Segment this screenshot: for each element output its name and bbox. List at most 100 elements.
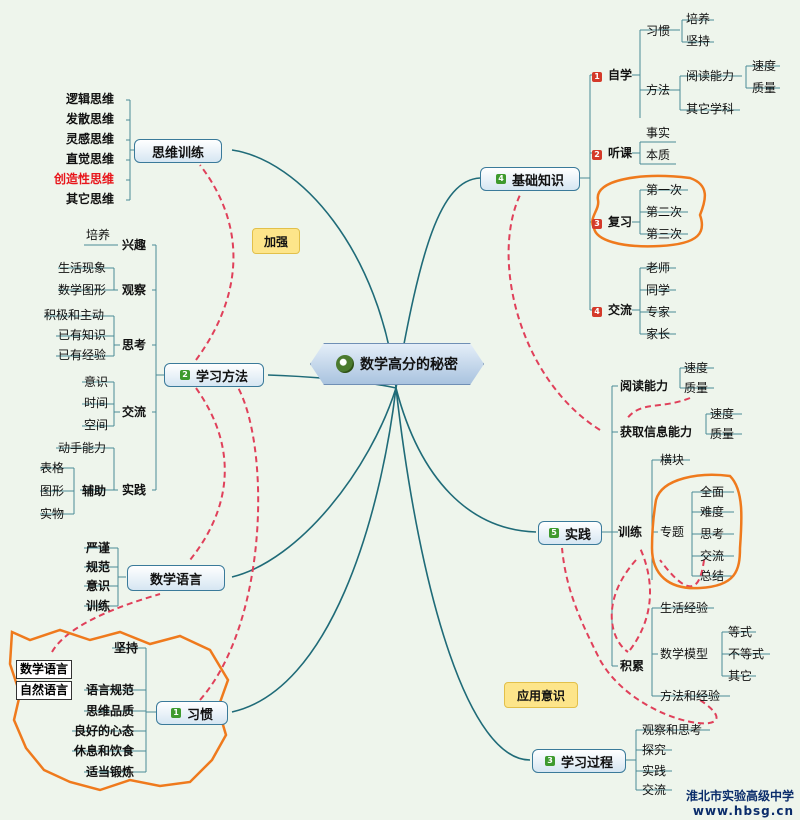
thinking-item-creative: 创造性思维: [54, 172, 115, 186]
highlight-habit: [8, 628, 230, 792]
badge-red-3: 3: [592, 219, 602, 229]
observe-graph: 数学图形: [58, 283, 107, 297]
thinking-item-divergent: 发散思维: [66, 112, 115, 126]
node-study-method[interactable]: 2 学习方法: [164, 363, 264, 387]
badge-5: 5: [548, 528, 559, 538]
comm-awareness: 意识: [84, 375, 109, 389]
exchange-parent: 家长: [646, 327, 671, 341]
branch-basics: [395, 177, 481, 389]
language-standard: 规范: [86, 560, 111, 574]
dash-habit-language: [51, 593, 161, 653]
branch-process: [395, 387, 531, 761]
self-study-method: 方法: [646, 83, 671, 97]
method-observe: 观察: [122, 283, 147, 297]
branch-language: [231, 387, 397, 578]
habit-thinking: 思维品质: [86, 704, 135, 718]
self-study-label: 自学: [608, 68, 633, 82]
habit-rest: 休息和饮食: [74, 744, 135, 758]
process-exchange: 交流: [642, 783, 667, 797]
think-experience: 已有经验: [58, 348, 107, 362]
comm-time: 时间: [84, 396, 109, 410]
reading-speed: 速度: [752, 59, 777, 73]
dash-reading-info: [625, 397, 691, 421]
accumulate-model: 数学模型: [660, 647, 709, 661]
listen-fact: 事实: [646, 126, 671, 140]
practice-handson: 动手能力: [58, 441, 107, 455]
exchange-expert: 专家: [646, 305, 671, 319]
basics-self-study: 1 自学: [592, 68, 632, 83]
info-speed: 速度: [710, 407, 735, 421]
node-basic-knowledge[interactable]: 4 基础知识: [480, 167, 580, 191]
practice-accumulate: 积累: [620, 659, 645, 673]
practice-reading: 阅读能力: [620, 379, 669, 393]
process-observe: 观察和思考: [642, 723, 703, 737]
method-practice: 实践: [122, 483, 147, 497]
branch-thinking: [231, 149, 397, 389]
model-other: 其它: [728, 669, 753, 683]
method-reading: 阅读能力: [686, 69, 735, 83]
node-habit[interactable]: 1 习惯: [156, 701, 228, 725]
node-math-language[interactable]: 数学语言: [127, 565, 225, 591]
assist-graph: 图形: [40, 484, 65, 498]
callout-strengthen: 加强: [252, 228, 300, 254]
habit-mindset: 良好的心态: [74, 724, 135, 738]
node-process-label: 学习过程: [560, 755, 613, 771]
topic-difficulty: 难度: [700, 505, 725, 519]
badge-3: 3: [544, 756, 555, 766]
exchange-classmate: 同学: [646, 283, 671, 297]
info-quality: 质量: [710, 427, 735, 441]
callout-strengthen-text: 加强: [263, 234, 288, 249]
model-inequality: 不等式: [728, 647, 765, 661]
reading-quality: 质量: [752, 81, 777, 95]
node-language-label: 数学语言: [149, 572, 202, 588]
node-thinking-training[interactable]: 思维训练: [134, 139, 222, 163]
practice-reading-quality: 质量: [684, 381, 709, 395]
thinking-item-intuition: 直觉思维: [66, 152, 115, 166]
training-topic: 专题: [660, 525, 685, 539]
habit-language: 语言规范: [86, 683, 135, 697]
language-training: 训练: [86, 599, 111, 613]
habit-keep: 坚持: [686, 34, 711, 48]
box-natural-language: 自然语言: [16, 681, 73, 700]
dash-method-thinking: [195, 164, 235, 361]
topic-summary: 总结: [700, 569, 725, 583]
observe-life: 生活现象: [58, 261, 107, 275]
habit-persist: 坚持: [114, 641, 139, 655]
training-horizontal: 横块: [660, 453, 685, 467]
dash-accumulate-train: [629, 547, 651, 651]
habit-exercise: 适当锻炼: [86, 765, 135, 779]
self-study-habit: 习惯: [646, 24, 671, 38]
school-name: 淮北市实验高级中学: [685, 789, 794, 803]
practice-training: 训练: [618, 525, 643, 539]
listen-label: 听课: [608, 146, 633, 160]
topic-exchange: 交流: [700, 549, 725, 563]
review-label: 复习: [608, 215, 633, 229]
node-practice[interactable]: 5 实践: [538, 521, 602, 545]
think-active: 积极和主动: [44, 308, 105, 322]
process-explore: 探究: [642, 743, 667, 757]
exchange-label: 交流: [608, 303, 633, 317]
interest-cultivate: 培养: [86, 228, 111, 242]
dash-habit-method: [199, 383, 260, 701]
badge-red-4: 4: [592, 307, 602, 317]
practice-reading-speed: 速度: [684, 361, 709, 375]
assist-table: 表格: [40, 461, 65, 475]
node-learning-process[interactable]: 3 学习过程: [532, 749, 626, 773]
exchange-teacher: 老师: [646, 261, 671, 275]
badge-red-1: 1: [592, 72, 602, 82]
node-thinking-label: 思维训练: [151, 145, 204, 161]
dash-topic-train: [659, 559, 705, 588]
magnifier-person-icon: [336, 355, 354, 373]
method-interest: 兴趣: [122, 238, 147, 252]
thinking-item-other: 其它思维: [66, 192, 115, 206]
badge-2: 2: [179, 370, 190, 380]
basics-review: 3 复习: [592, 215, 632, 230]
topic-comprehensive: 全面: [700, 485, 725, 499]
school-url: www.hbsg.cn: [692, 804, 794, 818]
topic-thinking: 思考: [700, 527, 725, 541]
model-equation: 等式: [728, 625, 753, 639]
practice-assist: 辅助: [82, 484, 107, 498]
review-second: 第二次: [646, 205, 683, 219]
center-node[interactable]: 数学高分的秘密: [310, 343, 484, 385]
